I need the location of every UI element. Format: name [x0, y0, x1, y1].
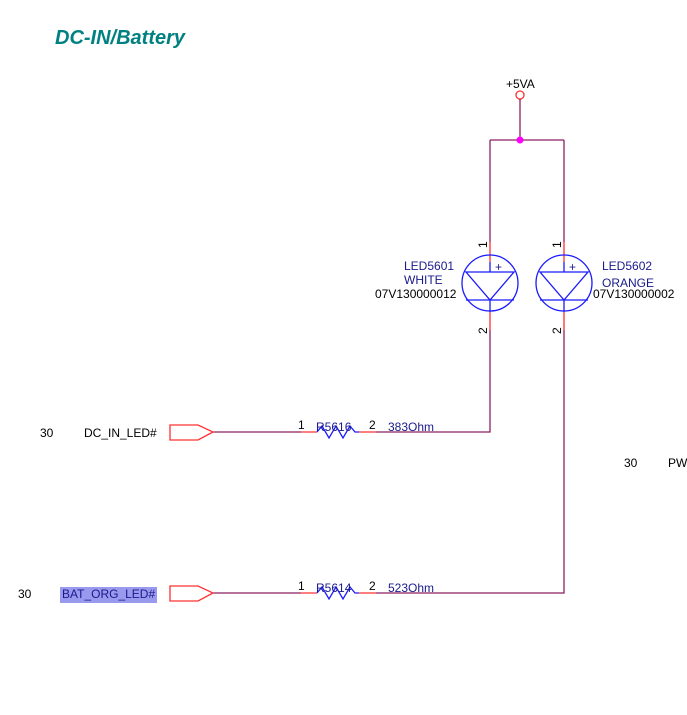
r5616-value: 383Ohm	[388, 420, 434, 434]
anode-mark: +	[569, 260, 576, 274]
port-page-ref: 30	[40, 426, 54, 440]
led5601-value: WHITE	[404, 273, 443, 287]
sheet-title: DC-IN/Battery	[55, 27, 186, 49]
led5602-pin1: 1	[550, 241, 564, 248]
r5616-pin1: 1	[298, 418, 305, 432]
r5614[interactable]: 1 2 R5614 523Ohm	[298, 579, 434, 601]
led5601-part: 07V130000012	[375, 287, 457, 301]
led5602-value: ORANGE	[602, 276, 654, 290]
port-bat-org-led[interactable]: 30 BAT_ORG_LED#	[18, 585, 215, 603]
r5616-pin2: 2	[369, 418, 376, 432]
r5614-value: 523Ohm	[388, 581, 434, 595]
offpage-connector-icon	[169, 585, 215, 602]
port-net-name: BAT_ORG_LED#	[62, 587, 155, 601]
selection-highlight	[60, 587, 157, 603]
power-symbol-5va[interactable]: +5VA	[506, 77, 535, 100]
diode-icon	[464, 262, 516, 312]
r5616[interactable]: 1 2 R5616 383Ohm	[298, 418, 434, 440]
r5616-ref: R5616	[316, 420, 352, 434]
port-net-name: DC_IN_LED#	[84, 426, 157, 440]
diode-icon	[538, 262, 590, 312]
port-dc-in-led[interactable]: 30 DC_IN_LED#	[40, 424, 215, 441]
resistor-icon	[316, 424, 359, 440]
led5602-ref: LED5602	[602, 259, 652, 273]
r5614-pin1: 1	[298, 579, 305, 593]
power-wire	[489, 99, 565, 242]
power-port-icon	[515, 90, 525, 100]
signal-wires	[213, 330, 565, 594]
led5602[interactable]: + 1 2 LED5602 ORANGE 07V130000002	[535, 241, 675, 334]
led5601-pin2: 2	[476, 327, 490, 334]
port-page-ref: 30	[18, 587, 32, 601]
port-net-name: PW	[668, 456, 687, 470]
led5601[interactable]: + 1 2 LED5601 WHITE 07V130000012	[375, 241, 519, 334]
led5602-pin2: 2	[550, 327, 564, 334]
led5601-pin1: 1	[476, 241, 490, 248]
port-pw[interactable]: 30 PW	[624, 456, 687, 470]
led5601-ref: LED5601	[404, 259, 454, 273]
resistor-icon	[316, 585, 359, 601]
led5602-part: 07V130000002	[593, 287, 675, 301]
offpage-connector-icon	[169, 424, 215, 441]
junction-dot	[516, 136, 524, 144]
power-net-label: +5VA	[506, 77, 535, 91]
r5614-pin2: 2	[369, 579, 376, 593]
port-page-ref: 30	[624, 456, 638, 470]
anode-mark: +	[495, 260, 502, 274]
r5614-ref: R5614	[316, 581, 352, 595]
